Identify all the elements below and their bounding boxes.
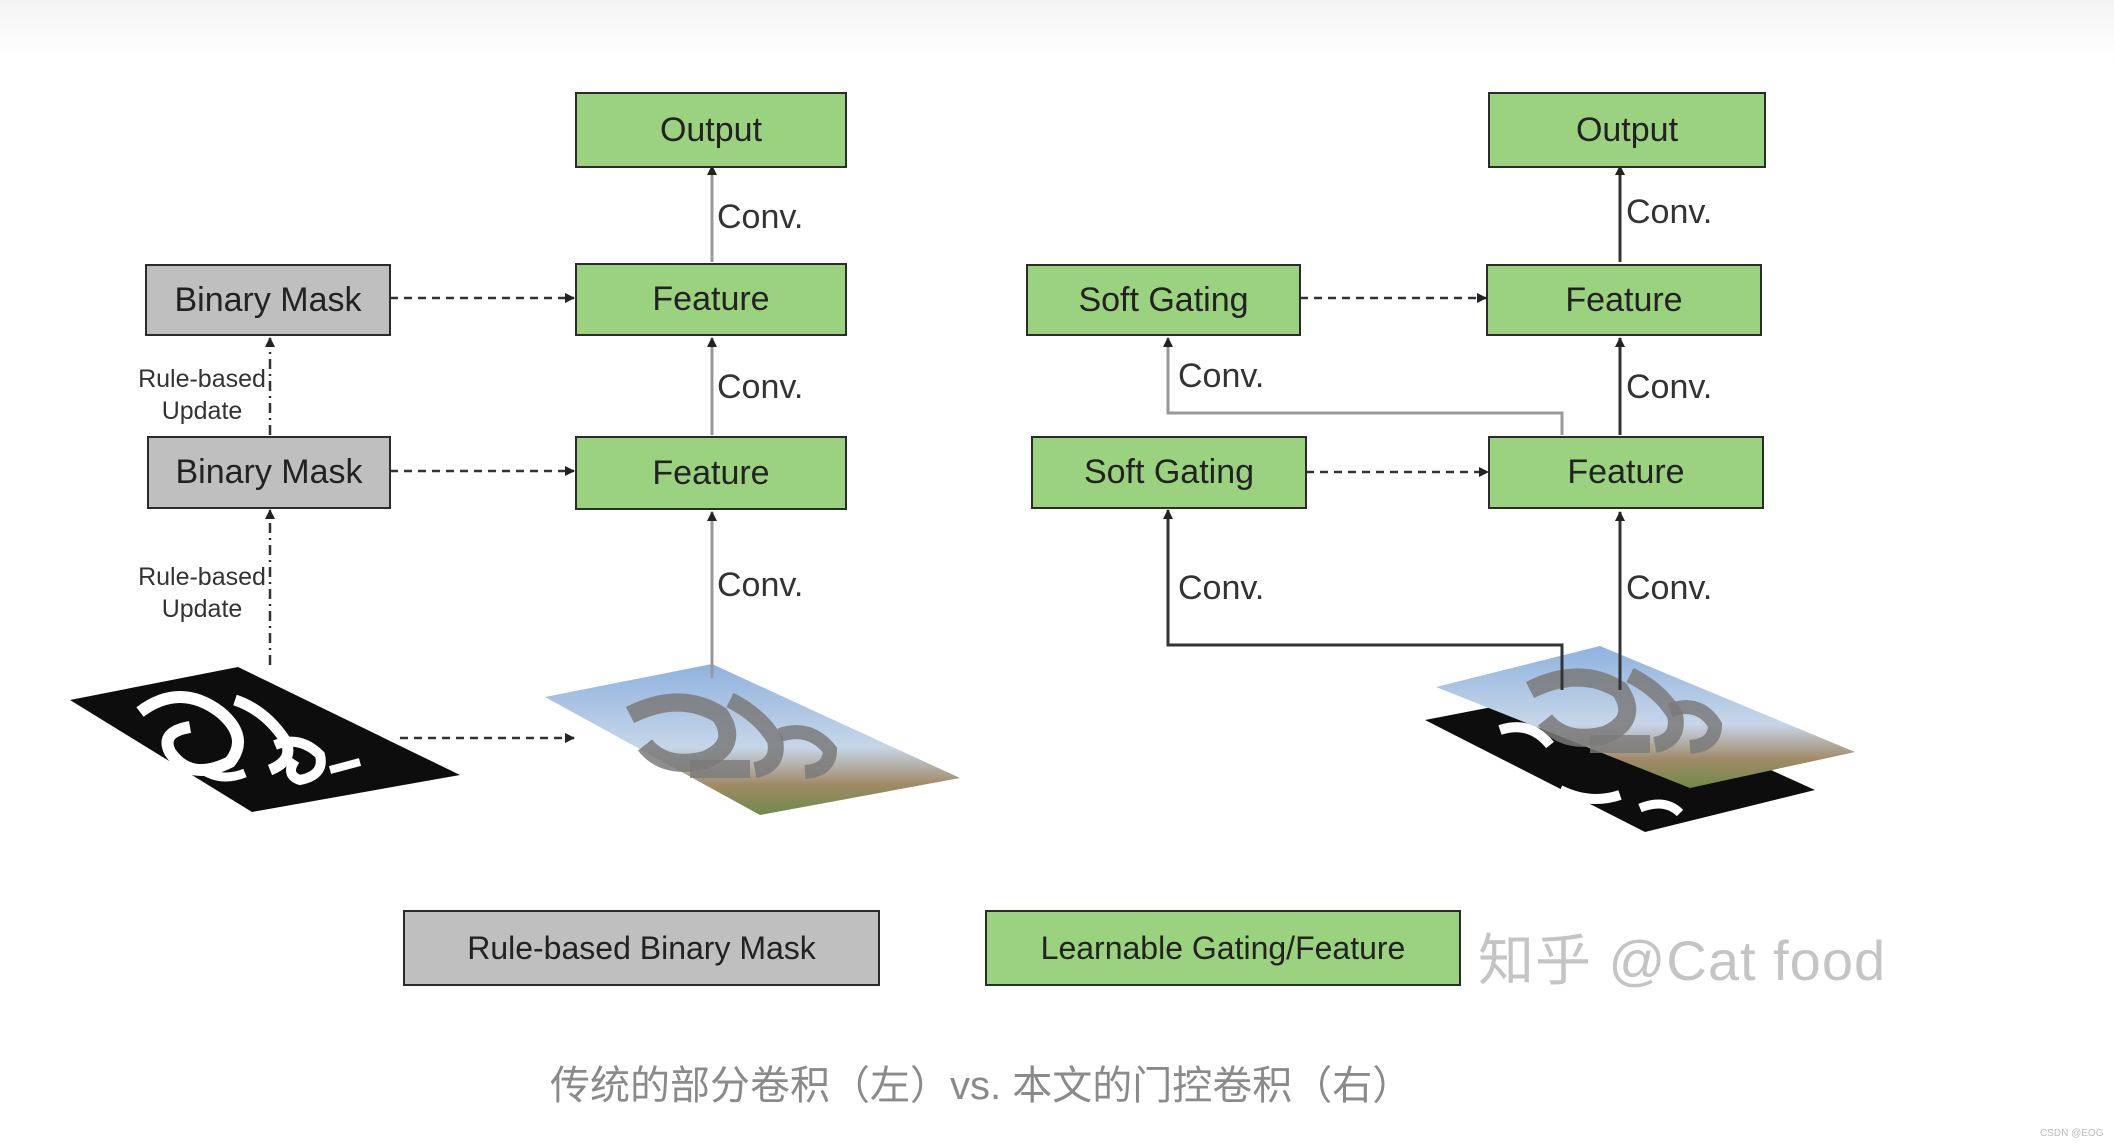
legend-learnable: Learnable Gating/Feature <box>985 910 1461 986</box>
right-feature-bottom-box: Feature <box>1488 436 1764 509</box>
right-stacked-images <box>1425 646 1855 832</box>
rule-label-line: Rule-based <box>138 365 266 393</box>
right-conv-label-gating-bottom: Conv. <box>1178 569 1265 607</box>
right-soft-gating-bottom-box: Soft Gating <box>1031 436 1307 509</box>
left-mask-image <box>70 667 460 812</box>
right-output-box: Output <box>1488 92 1766 168</box>
left-feature-top-box: Feature <box>575 263 847 336</box>
left-binary-mask-bottom-box: Binary Mask <box>147 436 391 509</box>
right-conv-label-feature-bottom: Conv. <box>1626 569 1713 607</box>
right-conv-path-gating-bottom <box>1163 509 1564 690</box>
left-binary-mask-top-box: Binary Mask <box>145 264 391 336</box>
right-conv-label-output: Conv. <box>1626 193 1713 231</box>
left-conv-label-3: Conv. <box>717 566 804 604</box>
right-conv-label-feature-top: Conv. <box>1626 368 1713 406</box>
right-soft-gating-top-box: Soft Gating <box>1026 264 1301 336</box>
left-feature-bottom-box: Feature <box>575 436 847 510</box>
right-feature-top-box: Feature <box>1486 264 1762 336</box>
watermark: 知乎 @Cat food <box>1478 929 1887 992</box>
rule-label-line: Update <box>161 397 243 425</box>
right-conv-path-gating-top <box>1163 337 1564 435</box>
left-photo-image <box>545 664 960 815</box>
legend-rule-based: Rule-based Binary Mask <box>403 910 880 986</box>
left-rule-label-bottom: Rule-based Update <box>127 561 277 625</box>
rule-label-line: Update <box>161 595 243 623</box>
right-conv-label-gating-top: Conv. <box>1178 357 1265 395</box>
left-rule-label-top: Rule-based Update <box>127 363 277 427</box>
left-conv-label-1: Conv. <box>717 198 804 236</box>
source-credit: CSDN @EOG <box>2040 1128 2104 1139</box>
left-conv-label-2: Conv. <box>717 368 804 406</box>
figure-caption: 传统的部分卷积（左）vs. 本文的门控卷积（右） <box>550 1064 1413 1108</box>
rule-label-line: Rule-based <box>138 563 266 591</box>
left-output-box: Output <box>575 92 847 168</box>
